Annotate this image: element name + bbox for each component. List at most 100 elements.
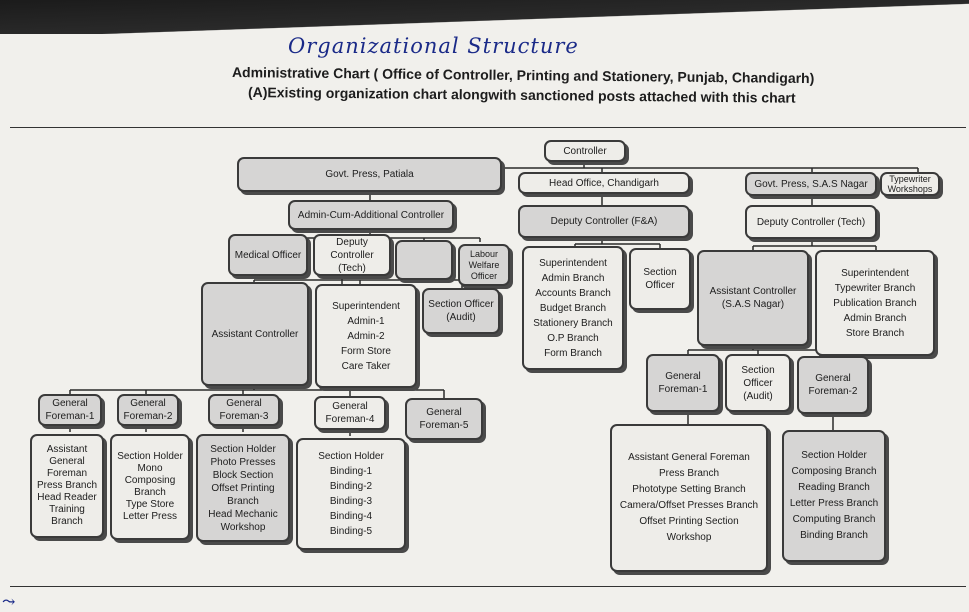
general-foreman-3-box: General Foreman-3 [208,394,280,426]
sas-gf1-list-box: Assistant General Foreman Press Branch P… [610,424,768,572]
blank-box [395,240,453,280]
general-foreman-5-box: General Foreman-5 [405,398,483,440]
list-item: Phototype Setting Branch [632,484,746,495]
assistant-controller-sas-box: Assistant Controller (S.A.S Nagar) [697,250,809,346]
admin-cum-additional-label: Admin-Cum-Additional Controller [297,209,445,221]
assistant-controller-box: Assistant Controller [201,282,309,386]
list-item: Section Holder [801,450,867,461]
sas-general-foreman-2-label: General Foreman-2 [808,373,858,397]
sas-general-foreman-1-box: General Foreman-1 [646,354,720,412]
list-item: Care Taker [341,360,391,372]
list-item: Binding-2 [329,481,373,492]
list-item: Typewriter Branch [834,282,916,294]
list-item: Admin-1 [347,315,385,327]
list-item: Letter Press [123,511,177,522]
list-item: Offset Printing Section [639,516,739,527]
list-item: Section Holder [117,451,183,462]
deputy-controller-fa-label: Deputy Controller (F&A) [550,216,658,227]
general-foreman-4-label: General Foreman-4 [325,401,375,425]
list-item: Superintendent [539,257,607,269]
pen-scribble-icon: ⤳ [2,592,16,611]
superintendent-ho-box: Superintendent Admin Branch Accounts Bra… [522,246,624,370]
list-item: Stationery Branch [533,317,613,329]
controller-box: Controller [544,140,626,162]
sas-section-officer-audit-label: Section Officer (Audit) [741,364,775,402]
general-foreman-1-label: General Foreman-1 [45,398,95,422]
list-item: Head Mechanic Workshop [208,508,278,533]
deputy-controller-tech-sas-box: Deputy Controller (Tech) [745,205,877,239]
typewriter-workshops-label: Typewriter Workshops [887,174,933,194]
deputy-controller-tech-label: Deputy Controller (Tech) [330,236,374,274]
list-item: Admin Branch [843,312,907,324]
list-item: Workshop [666,532,712,543]
list-item: Binding-1 [329,466,373,477]
govt-press-patiala-box: Govt. Press, Patiala [237,157,502,192]
govt-press-sas-box: Govt. Press, S.A.S Nagar [745,172,877,196]
list-item: Mono [137,463,163,474]
list-item: Block Section [212,469,274,481]
section-officer-audit-label: Section Officer (Audit) [428,299,494,323]
list-item: Assistant General Foreman [628,452,750,463]
list-item: Form Branch [544,347,602,359]
list-item: Section Holder [318,451,384,462]
govt-press-sas-label: Govt. Press, S.A.S Nagar [754,178,868,190]
list-item: Computing Branch [792,514,876,525]
superintendent-patiala-box: Superintendent Admin-1 Admin-2 Form Stor… [315,284,417,388]
list-item: Composing Branch [791,466,877,477]
general-foreman-3-label: General Foreman-3 [219,398,269,422]
list-item: Binding-3 [329,496,373,507]
head-office-label: Head Office, Chandigarh [549,177,659,189]
general-foreman-4-box: General Foreman-4 [314,396,386,430]
list-item: Section Holder [210,443,276,455]
list-item: Admin Branch [541,272,605,284]
labour-welfare-box: Labour Welfare Officer [458,244,510,286]
top-edge-shadow [0,0,969,34]
list-item: Press Branch [658,468,720,479]
superintendent-sas-box: Superintendent Typewriter Branch Publica… [815,250,935,356]
general-foreman-5-label: General Foreman-5 [419,407,469,431]
medical-officer-box: Medical Officer [228,234,308,276]
admin-cum-additional-box: Admin-Cum-Additional Controller [288,200,454,230]
list-item: Superintendent [332,300,400,312]
list-item: Budget Branch [539,302,607,314]
handwritten-title: Organizational Structure [288,34,579,58]
list-item: Photo Presses [210,456,276,468]
list-item: Publication Branch [833,297,917,309]
list-item: Accounts Branch [535,287,611,299]
list-item: Assistant General Foreman [46,444,88,479]
section-officer-ho-label: Section Officer [643,267,677,291]
controller-label: Controller [563,145,607,157]
list-item: O.P Branch [547,332,599,344]
gf3-list-box: Section Holder Photo Presses Block Secti… [196,434,290,542]
list-item: Training Branch [49,504,85,527]
sas-general-foreman-2-box: General Foreman-2 [797,356,869,414]
general-foreman-1-box: General Foreman-1 [38,394,102,426]
list-item: Letter Press Branch [789,498,879,509]
chart-frame [10,127,966,587]
govt-press-patiala-label: Govt. Press, Patiala [325,169,414,180]
list-item: Type Store [125,499,175,510]
list-item: Head Reader [37,492,97,503]
gf1-list-box: Assistant General Foreman Press Branch H… [30,434,104,538]
section-officer-ho-box: Section Officer [629,248,691,310]
medical-officer-label: Medical Officer [234,249,302,261]
list-item: Binding-5 [329,526,373,537]
gf2-list-box: Section Holder Mono Composing Branch Typ… [110,434,190,540]
list-item: Binding Branch [800,530,868,541]
list-item: Composing Branch [124,475,176,498]
head-office-box: Head Office, Chandigarh [518,172,690,194]
list-item: Binding-4 [329,511,373,522]
list-item: Form Store [340,345,391,357]
gf4-list-box: Section Holder Binding-1 Binding-2 Bindi… [296,438,406,550]
typewriter-workshops-box: Typewriter Workshops [880,172,940,196]
sas-general-foreman-1-label: General Foreman-1 [658,371,708,395]
deputy-controller-tech-box: Deputy Controller (Tech) [313,234,391,276]
list-item: Store Branch [845,327,905,339]
assistant-controller-label: Assistant Controller [211,328,299,340]
list-item: Reading Branch [798,482,870,493]
deputy-controller-tech-sas-label: Deputy Controller (Tech) [756,216,866,228]
section-officer-audit-box: Section Officer (Audit) [422,288,500,334]
sas-section-officer-audit-box: Section Officer (Audit) [725,354,791,412]
labour-welfare-label: Labour Welfare Officer [468,248,500,281]
deputy-controller-fa-box: Deputy Controller (F&A) [518,205,690,238]
